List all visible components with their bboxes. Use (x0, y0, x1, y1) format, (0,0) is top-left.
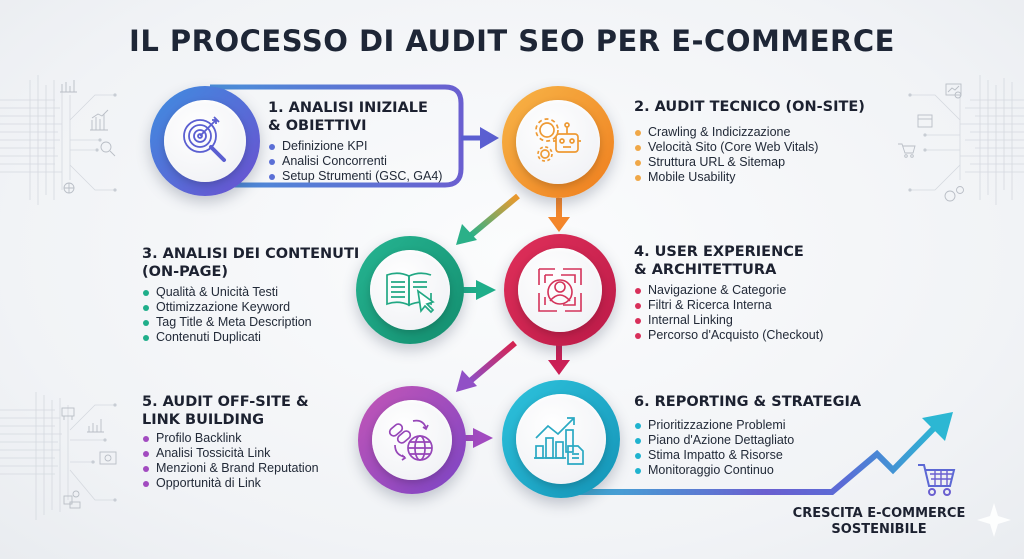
bullet-icon (269, 159, 275, 165)
bullet-icon (635, 468, 641, 474)
growth-chart-report-icon (534, 417, 584, 465)
goal-label: CRESCITA E-COMMERCE SOSTENIBILE (770, 506, 988, 538)
list-item: Definizione KPI (268, 139, 442, 154)
bullet-icon (635, 288, 641, 294)
step-items: Profilo Backlink Analisi Tossicità Link … (142, 431, 319, 491)
goal-line2: SOSTENIBILE (831, 522, 927, 537)
list-item: Filtri & Ricerca Interna (634, 298, 823, 313)
open-book-cursor-icon (386, 272, 435, 314)
step-5: 5. AUDIT OFF-SITE & LINK BUILDING Profil… (142, 393, 319, 491)
step-4-circle (504, 234, 616, 346)
bullet-icon (143, 335, 149, 341)
step-title-line2: & OBIETTIVI (268, 118, 367, 134)
list-item: Setup Strumenti (GSC, GA4) (268, 169, 442, 184)
list-item: Internal Linking (634, 313, 823, 328)
bullet-icon (269, 174, 275, 180)
step-items: Prioritizzazione Problemi Piano d'Azione… (634, 418, 861, 478)
list-item: Velocità Sito (Core Web Vitals) (634, 140, 865, 155)
step-title: 6. REPORTING & STRATEGIA (634, 394, 862, 410)
bullet-icon (269, 144, 275, 150)
step-title-line2: LINK BUILDING (142, 412, 264, 428)
step-title: 4. USER EXPERIENCE (634, 244, 804, 260)
bullet-icon (635, 438, 641, 444)
step-4: 4. USER EXPERIENCE & ARCHITETTURA Naviga… (634, 243, 823, 343)
target-search-icon (183, 116, 226, 162)
gears-robot-icon (535, 118, 581, 162)
bullet-icon (143, 436, 149, 442)
list-item: Mobile Usability (634, 170, 865, 185)
list-item: Prioritizzazione Problemi (634, 418, 861, 433)
step-title-line2: & ARCHITETTURA (634, 262, 777, 278)
list-item: Profilo Backlink (142, 431, 319, 446)
bullet-icon (143, 320, 149, 326)
list-item: Monitoraggio Continuo (634, 463, 861, 478)
step-5-circle (358, 386, 466, 494)
step-title-line2: (ON-PAGE) (142, 264, 229, 280)
bullet-icon (143, 481, 149, 487)
bullet-icon (143, 305, 149, 311)
list-item: Percorso d'Acquisto (Checkout) (634, 328, 823, 343)
page-title: IL PROCESSO DI AUDIT SEO PER E-COMMERCE (129, 24, 895, 58)
step-2: 2. AUDIT TECNICO (ON-SITE) Crawling & In… (634, 98, 865, 185)
bullet-icon (635, 130, 641, 136)
step-title: 2. AUDIT TECNICO (ON-SITE) (634, 99, 865, 115)
list-item: Stima Impatto & Risorse (634, 448, 861, 463)
list-item: Crawling & Indicizzazione (634, 125, 865, 140)
step-items: Crawling & Indicizzazione Velocità Sito … (634, 125, 865, 185)
bullet-icon (635, 453, 641, 459)
step-items: Qualità & Unicità Testi Ottimizzazione K… (142, 285, 359, 345)
step-items: Definizione KPI Analisi Concorrenti Setu… (268, 139, 442, 184)
list-item: Analisi Concorrenti (268, 154, 442, 169)
step-1: 1. ANALISI INIZIALE & OBIETTIVI Definizi… (268, 99, 442, 184)
maze-user-icon (538, 268, 582, 312)
list-item: Qualità & Unicità Testi (142, 285, 359, 300)
list-item: Analisi Tossicità Link (142, 446, 319, 461)
bullet-icon (635, 318, 641, 324)
bullet-icon (143, 466, 149, 472)
list-item: Opportunità di Link (142, 476, 319, 491)
step-3-circle (356, 236, 464, 344)
goal-line1: CRESCITA E-COMMERCE (792, 506, 966, 521)
list-item: Navigazione & Categorie (634, 283, 823, 298)
bullet-icon (635, 303, 641, 309)
bullet-icon (143, 290, 149, 296)
list-item: Struttura URL & Sitemap (634, 155, 865, 170)
bullet-icon (635, 423, 641, 429)
list-item: Tag Title & Meta Description (142, 315, 359, 330)
step-items: Navigazione & Categorie Filtri & Ricerca… (634, 283, 823, 343)
bullet-icon (143, 451, 149, 457)
list-item: Contenuti Duplicati (142, 330, 359, 345)
link-globe-icon (388, 419, 433, 461)
bullet-icon (635, 175, 641, 181)
step-1-circle (150, 86, 260, 196)
list-item: Menzioni & Brand Reputation (142, 461, 319, 476)
bullet-icon (635, 333, 641, 339)
step-title: 1. ANALISI INIZIALE (268, 100, 428, 116)
bullet-icon (635, 160, 641, 166)
bullet-icon (635, 145, 641, 151)
list-item: Ottimizzazione Keyword (142, 300, 359, 315)
step-3: 3. ANALISI DEI CONTENUTI (ON-PAGE) Quali… (142, 245, 359, 345)
list-item: Piano d'Azione Dettagliato (634, 433, 861, 448)
shopping-cart-icon (918, 464, 956, 496)
step-title: 5. AUDIT OFF-SITE & (142, 394, 309, 410)
step-6: 6. REPORTING & STRATEGIA Prioritizzazion… (634, 393, 861, 478)
step-6-circle (502, 380, 620, 498)
step-2-circle (502, 86, 614, 198)
step-title: 3. ANALISI DEI CONTENUTI (142, 246, 360, 262)
